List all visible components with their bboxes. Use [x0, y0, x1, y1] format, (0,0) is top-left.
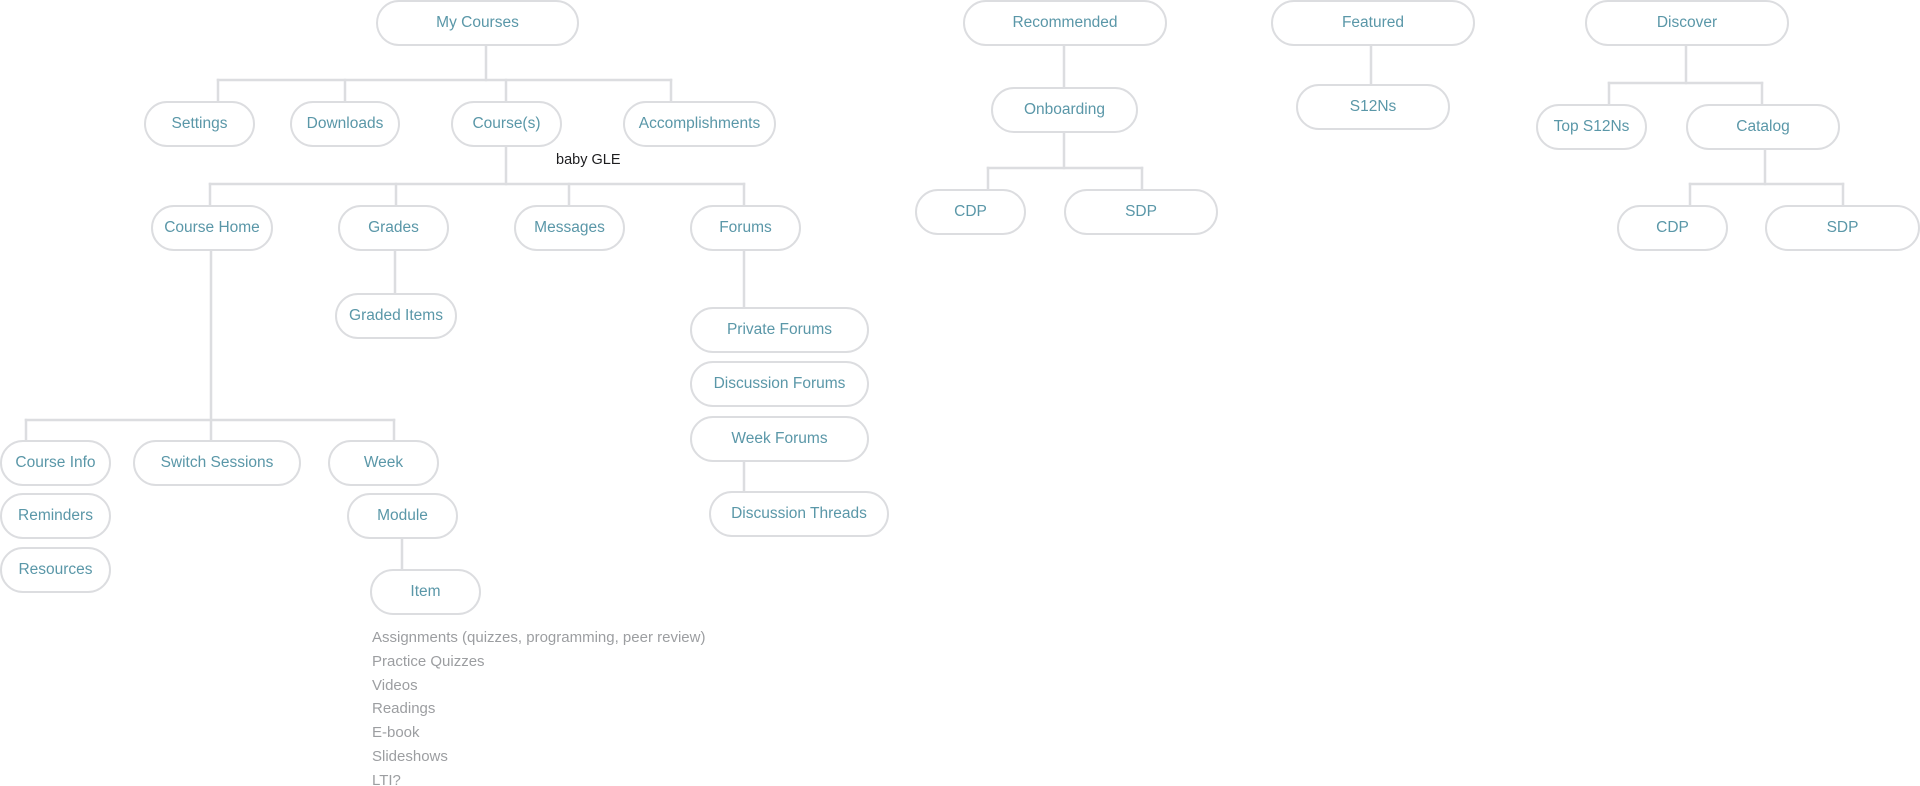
node-module[interactable]: Module [347, 493, 458, 539]
node-course-info[interactable]: Course Info [0, 440, 111, 486]
node-s12ns[interactable]: S12Ns [1296, 84, 1450, 130]
node-discussion-threads[interactable]: Discussion Threads [709, 491, 889, 537]
item-type: E-book [372, 724, 420, 742]
node-onboarding[interactable]: Onboarding [991, 87, 1138, 133]
node-resources[interactable]: Resources [0, 547, 111, 593]
node-graded-items[interactable]: Graded Items [335, 293, 457, 339]
node-forums[interactable]: Forums [690, 205, 801, 251]
node-week-forums[interactable]: Week Forums [690, 416, 869, 462]
baby-gle-annotation: baby GLE [556, 152, 621, 168]
node-discussion-forums[interactable]: Discussion Forums [690, 361, 869, 407]
node-recommended-cdp[interactable]: CDP [915, 189, 1026, 235]
node-catalog-cdp[interactable]: CDP [1617, 205, 1728, 251]
node-discover[interactable]: Discover [1585, 0, 1789, 46]
node-recommended[interactable]: Recommended [963, 0, 1167, 46]
node-catalog-sdp[interactable]: SDP [1765, 205, 1920, 251]
node-featured[interactable]: Featured [1271, 0, 1475, 46]
node-catalog[interactable]: Catalog [1686, 104, 1840, 150]
node-settings[interactable]: Settings [144, 101, 255, 147]
node-private-forums[interactable]: Private Forums [690, 307, 869, 353]
node-recommended-sdp[interactable]: SDP [1064, 189, 1218, 235]
item-type: Assignments (quizzes, programming, peer … [372, 629, 706, 646]
node-item[interactable]: Item [370, 569, 481, 615]
item-type: LTI? [372, 771, 401, 786]
node-downloads[interactable]: Downloads [290, 101, 400, 147]
item-type: Readings [372, 700, 436, 718]
node-grades[interactable]: Grades [338, 205, 449, 251]
item-types-list: Assignments (quizzes, programming, peer … [372, 626, 705, 786]
node-top-s12ns[interactable]: Top S12Ns [1536, 104, 1647, 150]
node-course-home[interactable]: Course Home [151, 205, 273, 251]
node-reminders[interactable]: Reminders [0, 493, 111, 539]
node-switch-sessions[interactable]: Switch Sessions [133, 440, 301, 486]
node-messages[interactable]: Messages [514, 205, 625, 251]
item-type: Videos [372, 676, 418, 694]
node-my-courses[interactable]: My Courses [376, 0, 579, 46]
node-accomplishments[interactable]: Accomplishments [623, 101, 776, 147]
item-type: Slideshows [372, 747, 448, 765]
node-courses[interactable]: Course(s) [451, 101, 562, 147]
item-type: Practice Quizzes [372, 652, 485, 670]
node-week[interactable]: Week [328, 440, 439, 486]
